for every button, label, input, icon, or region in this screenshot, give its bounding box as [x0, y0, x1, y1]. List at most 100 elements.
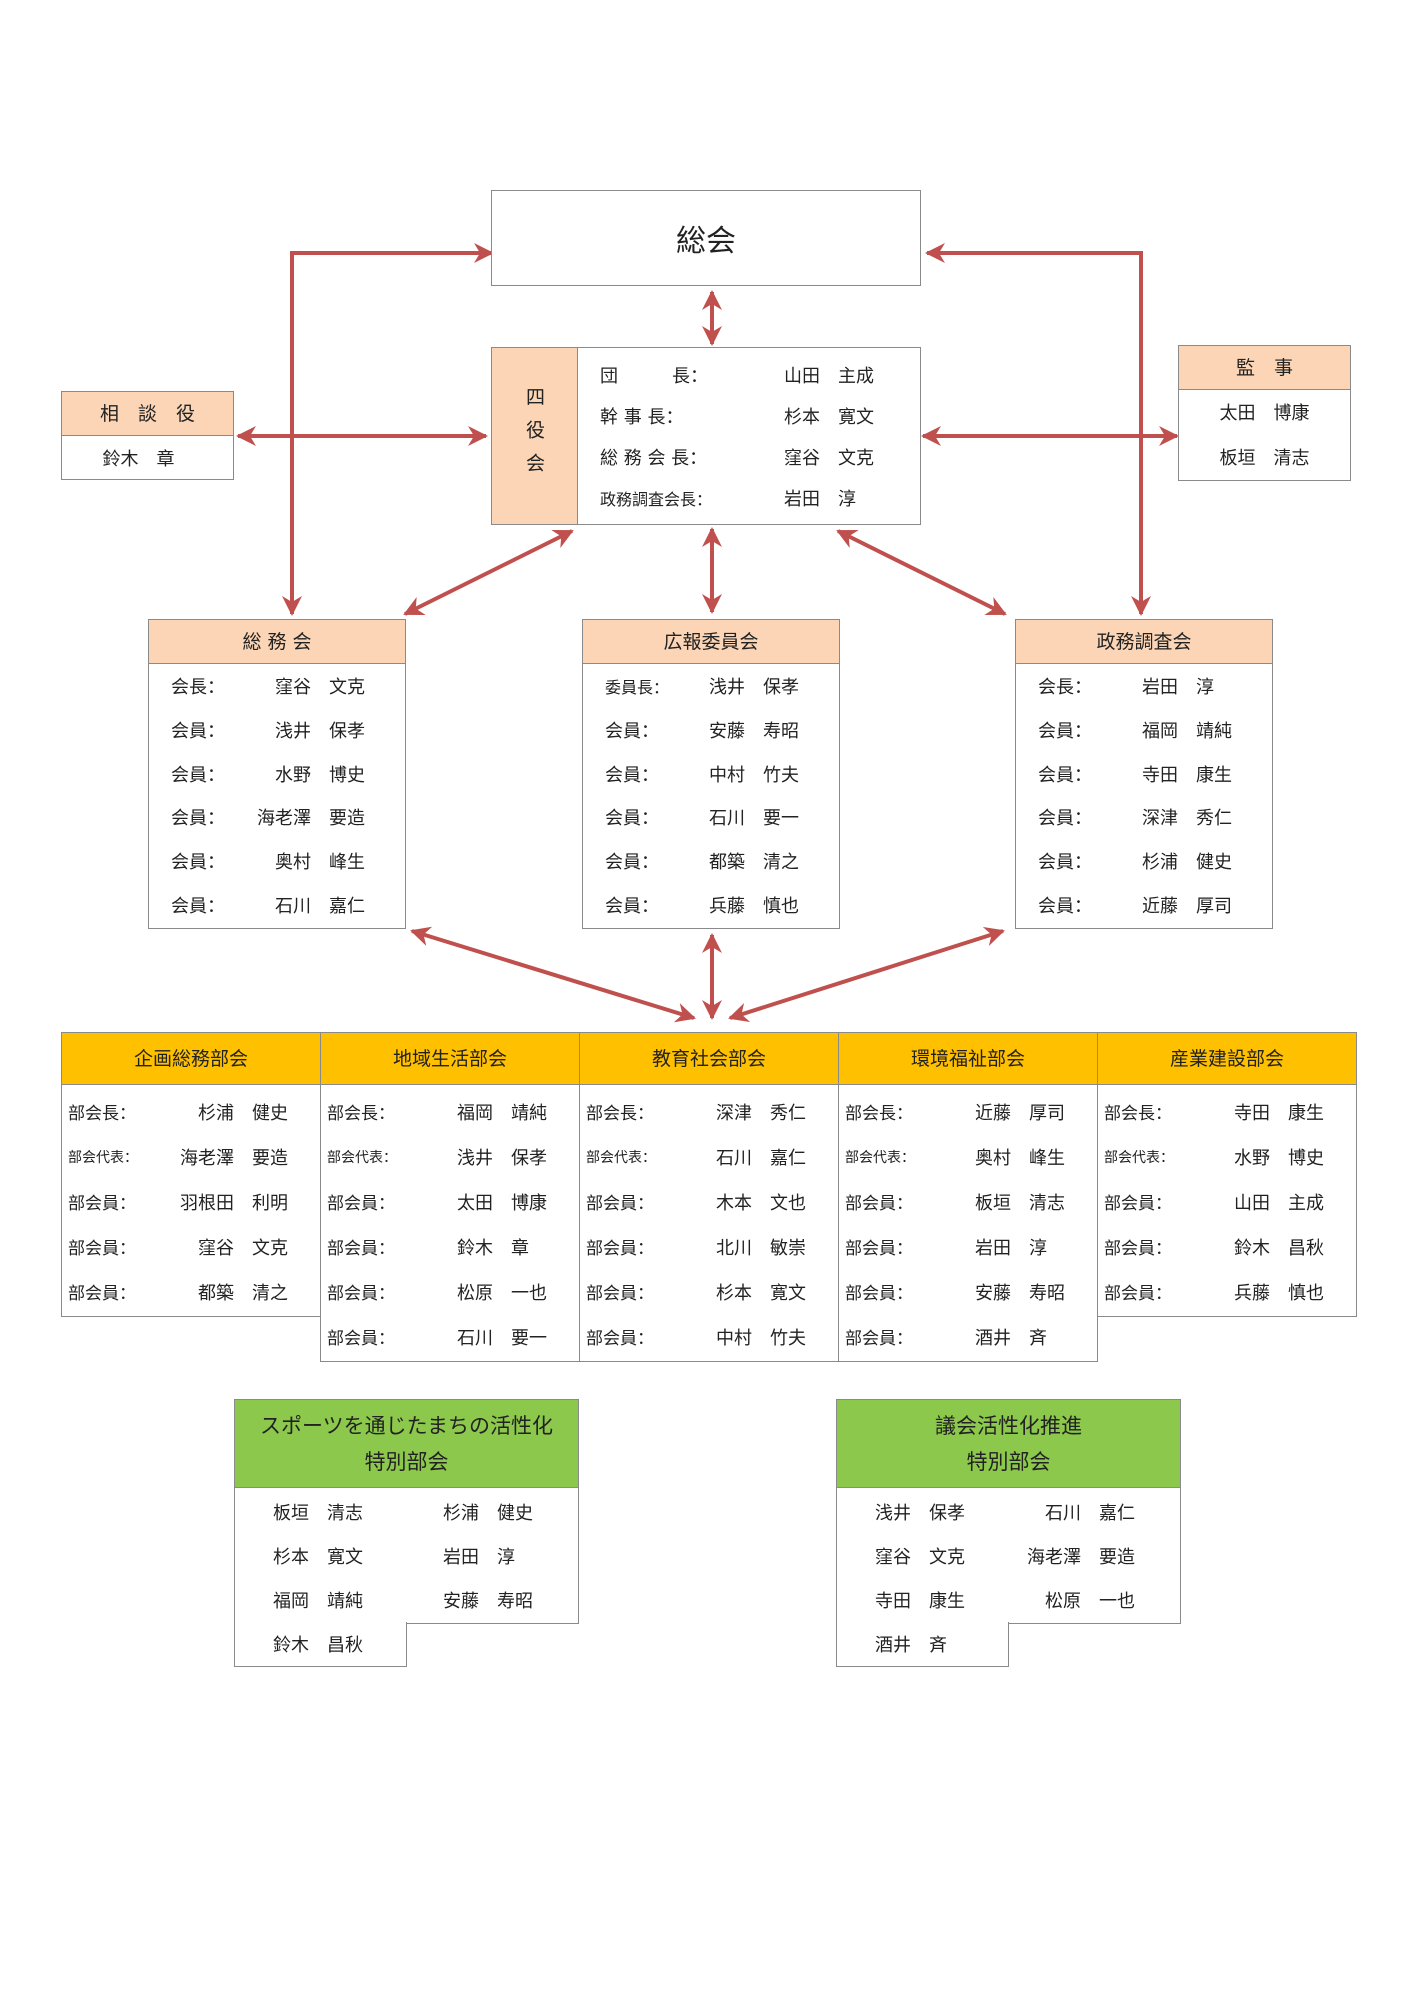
name-gap — [139, 445, 157, 471]
member-name: 杉本寛文 — [253, 1543, 367, 1569]
subcommittee-member-row: 部会員：松原一也 — [321, 1269, 579, 1314]
special-committee-title-line1: スポーツを通じたまちの活性化 — [260, 1413, 553, 1438]
name-gap — [752, 1189, 770, 1215]
family-name: 海老澤 — [1027, 1547, 1081, 1568]
officer-row: 団 長：山田主成 — [578, 362, 920, 388]
given-name: 健史 — [252, 1102, 288, 1124]
member-name: 奥村峰生 — [255, 848, 369, 874]
subcommittee-member-list: 部会長：近藤厚司部会代表：奥村峰生部会員：板垣清志部会員：岩田淳部会員：安藤寿昭… — [839, 1085, 1097, 1359]
name-gap — [309, 1543, 327, 1569]
given-name: 寛文 — [770, 1282, 806, 1304]
member-name: 福岡靖純 — [1122, 717, 1236, 743]
family-name: 福岡 — [273, 1591, 309, 1612]
special-committee-member-row: 浅井保孝石川嘉仁 — [837, 1490, 1180, 1534]
committee-member-row: 委員長：浅井保孝 — [583, 673, 839, 699]
member-role: 部会員： — [586, 1239, 654, 1259]
member-name: 窪谷文克 — [176, 1234, 292, 1260]
member-role: 部会長： — [845, 1104, 913, 1124]
name-gap — [479, 1587, 497, 1613]
member-role: 部会代表： — [586, 1149, 656, 1166]
member-name: 安藤寿昭 — [953, 1279, 1069, 1305]
member-name: 中村竹夫 — [689, 761, 803, 787]
given-name: 章 — [156, 448, 175, 470]
name-gap — [479, 1543, 497, 1569]
committee-title: 政務調査会 — [1016, 620, 1272, 664]
special-committee-box: スポーツを通じたまちの活性化特別部会板垣清志杉浦健史杉本寛文岩田淳福岡靖純安藤寿… — [234, 1399, 579, 1624]
member-role: 部会員： — [1104, 1284, 1172, 1304]
family-name: 安藤 — [443, 1591, 479, 1612]
name-gap — [311, 673, 329, 699]
member-role: 部会長： — [327, 1104, 395, 1124]
officer-role: 総 務 会 長： — [600, 447, 708, 469]
family-name: 酒井 — [975, 1327, 1011, 1349]
family-name: 近藤 — [1142, 896, 1178, 918]
name-gap — [309, 1631, 327, 1657]
member-name: 都築清之 — [689, 848, 803, 874]
member-name: 近藤厚司 — [1122, 892, 1236, 918]
member-name: 兵藤慎也 — [689, 892, 803, 918]
special-committee-box: 議会活性化推進特別部会浅井保孝石川嘉仁窪谷文克海老澤要造寺田康生松原一也 — [836, 1399, 1181, 1624]
name-gap — [752, 1144, 770, 1170]
given-name: 慎也 — [763, 896, 799, 918]
family-name: 石川 — [1045, 1503, 1081, 1524]
family-name: 都築 — [198, 1282, 234, 1304]
member-role: 会員： — [605, 808, 659, 830]
special-committee-member-cell: 海老澤要造 — [1025, 1543, 1165, 1569]
name-gap — [1011, 1189, 1029, 1215]
given-name: 峰生 — [1029, 1147, 1065, 1169]
name-gap — [745, 717, 763, 743]
subcommittee-member-row: 部会員：兵藤慎也 — [1098, 1269, 1356, 1314]
subcommittee-member-row: 部会代表：水野博史 — [1098, 1134, 1356, 1179]
name-gap — [1178, 848, 1196, 874]
subcommittee-member-row: 部会員：山田主成 — [1098, 1179, 1356, 1224]
member-role: 部会長： — [1104, 1104, 1172, 1124]
special-committee-title: 議会活性化推進特別部会 — [837, 1400, 1180, 1488]
name-gap — [1270, 1144, 1288, 1170]
name-gap — [234, 1234, 252, 1260]
member-name: 石川嘉仁 — [255, 892, 369, 918]
subcommittee-member-list: 部会長：杉浦健史部会代表：海老澤要造部会員：羽根田利明部会員：窪谷文克部会員：都… — [62, 1085, 320, 1314]
subcommittee-member-row: 部会代表：奥村峰生 — [839, 1134, 1097, 1179]
member-role: 部会長： — [68, 1104, 136, 1124]
subcommittee-member-row: 部会長：杉浦健史 — [62, 1089, 320, 1134]
arrow-soumu-subcommittees — [410, 926, 696, 1023]
member-role: 会員： — [605, 764, 659, 786]
member-role: 会長： — [1038, 676, 1092, 698]
name-gap — [1011, 1324, 1029, 1350]
given-name: 厚司 — [1196, 896, 1232, 918]
given-name: 靖純 — [1196, 720, 1232, 742]
given-name: 保孝 — [763, 676, 799, 698]
officer-row: 政務調査会長：岩田淳 — [578, 485, 920, 511]
arrow-officers-seimu — [836, 529, 1007, 616]
subcommittee-box: 産業建設部会部会長：寺田康生部会代表：水野博史部会員：山田主成部会員：鈴木昌秋部… — [1097, 1032, 1357, 1317]
committee-member-row: 会員：兵藤慎也 — [583, 892, 839, 918]
special-committee-member-cell: 杉浦健史 — [423, 1499, 563, 1525]
member-role: 会員： — [171, 764, 225, 786]
family-name: 石川 — [709, 808, 745, 830]
family-name: 窪谷 — [875, 1547, 911, 1568]
family-name: 水野 — [1234, 1147, 1270, 1169]
name-gap — [911, 1543, 929, 1569]
committee-title: 広報委員会 — [583, 620, 839, 664]
special-committee-title: スポーツを通じたまちの活性化特別部会 — [235, 1400, 578, 1488]
name-gap — [911, 1499, 929, 1525]
member-name: 海老澤要造 — [255, 804, 369, 830]
arrow-assembly-right — [925, 243, 1151, 616]
family-name: 松原 — [457, 1282, 493, 1304]
subcommittee-member-row: 部会員：杉本寛文 — [580, 1269, 838, 1314]
given-name: 清之 — [252, 1282, 288, 1304]
committee-member-row: 会員：福岡靖純 — [1016, 717, 1272, 743]
name-gap — [1256, 399, 1274, 425]
name-gap — [1011, 1279, 1029, 1305]
member-role: 部会員： — [327, 1329, 395, 1349]
family-name: 鈴木 — [273, 1635, 309, 1656]
family-name: 窪谷 — [275, 676, 311, 698]
member-name: 浅井保孝 — [435, 1144, 551, 1170]
family-name: 羽根田 — [180, 1192, 234, 1214]
member-name: 寺田康生 — [1212, 1099, 1328, 1125]
family-name: 安藤 — [709, 720, 745, 742]
member-role: 会員： — [1038, 808, 1092, 830]
name-gap — [234, 1099, 252, 1125]
four-officers-list: 団 長：山田主成幹 事 長：杉本寛文総 務 会 長：窪谷文克政務調査会長：岩田淳 — [578, 348, 920, 524]
